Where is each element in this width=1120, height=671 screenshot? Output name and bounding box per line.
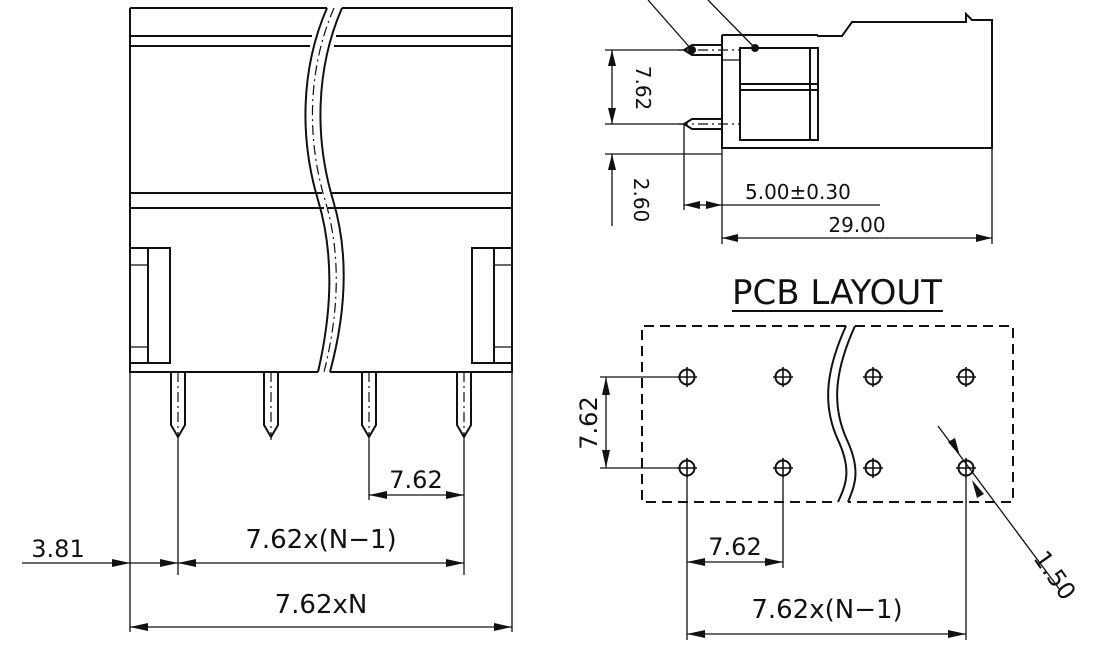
front-span-dimension: 7.62x(N−1) xyxy=(178,525,464,567)
front-pitch-dimension: 7.62 xyxy=(369,466,464,499)
front-total-dimension: 7.62xN xyxy=(130,590,512,631)
housing-left xyxy=(129,7,327,373)
side-offset-label: 2.60 xyxy=(629,178,653,223)
pcb-hole-diameter-label: 1.50 xyxy=(1028,545,1082,605)
side-body-outline xyxy=(721,11,993,149)
pcb-horizontal-pitch-label: 7.62 xyxy=(708,533,761,561)
side-depth-label: 29.00 xyxy=(828,213,885,237)
pcb-hole-diameter-dimension: 1.50 xyxy=(937,425,1082,605)
front-extension-lines xyxy=(129,372,513,632)
pcb-horizontal-pitch-dimension: 7.62 xyxy=(687,533,783,566)
front-break-lines xyxy=(304,7,345,373)
pcb-holes xyxy=(677,367,976,478)
pcb-layout: PCB LAYOUT 7.62 xyxy=(575,273,1081,640)
pcb-span-dimension: 7.62x(N−1) xyxy=(687,595,966,638)
front-edge-label: 3.81 xyxy=(31,535,84,563)
pcb-vertical-pitch-label: 7.62 xyxy=(575,396,603,449)
side-depth-dimension: 29.00 xyxy=(722,213,992,242)
housing-right xyxy=(328,7,513,373)
side-pitch-label: 7.62 xyxy=(631,66,655,111)
front-pitch-label: 7.62 xyxy=(389,466,442,494)
front-edge-dimension: 3.81 xyxy=(22,535,178,567)
front-view: 7.62 7.62x(N−1) 3.81 7.62xN xyxy=(22,7,513,632)
front-pins xyxy=(170,372,472,440)
front-total-label: 7.62xN xyxy=(275,590,368,620)
side-pinlength-dimension: 5.00±0.30 xyxy=(684,180,880,209)
pcb-vertical-pitch-dimension: 7.62 xyxy=(575,377,610,468)
side-view: 7.62 2.60 5.00±0.30 29.00 xyxy=(605,0,993,244)
pcb-span-label: 7.62x(N−1) xyxy=(751,595,902,625)
side-offset-dimension: 2.60 xyxy=(608,154,653,226)
side-pins xyxy=(678,44,740,130)
front-span-label: 7.62x(N−1) xyxy=(245,525,396,555)
side-leaders xyxy=(647,0,759,54)
side-pinlength-label: 5.00±0.30 xyxy=(745,180,851,204)
side-pitch-dimension: 7.62 xyxy=(608,50,655,124)
pcb-layout-title: PCB LAYOUT xyxy=(732,273,942,313)
